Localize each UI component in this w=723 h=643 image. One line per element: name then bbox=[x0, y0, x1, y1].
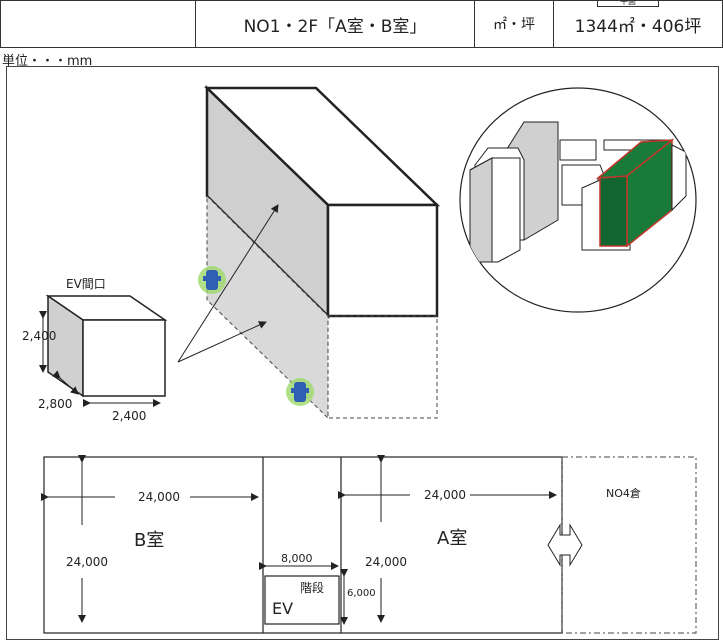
unit-label: 単位・・・mm bbox=[2, 54, 93, 69]
ev-stairs-box bbox=[264, 575, 340, 625]
ev-label: EV bbox=[272, 599, 293, 618]
room-volume-3d bbox=[203, 85, 441, 420]
ev-depth-label: 2,800 bbox=[38, 397, 72, 411]
header-tab: 平面 bbox=[597, 0, 659, 7]
b-room-width: 24,000 bbox=[138, 490, 180, 504]
page-title: NO1・2F「A室・B室」 bbox=[195, 0, 474, 48]
b-room-label: B室 bbox=[134, 530, 164, 551]
passage-arrow-icon bbox=[547, 523, 583, 567]
floor-plan bbox=[43, 456, 697, 634]
corridor-width: 8,000 bbox=[281, 552, 313, 565]
a-room-width: 24,000 bbox=[424, 488, 466, 502]
a-room-label: A室 bbox=[437, 528, 467, 549]
neighbor-label: NO4倉 bbox=[606, 486, 641, 500]
building-overview-inset bbox=[459, 87, 697, 313]
indicator-arrow bbox=[177, 321, 267, 363]
ev-depth-arrow bbox=[52, 370, 79, 395]
ev-opening-cube bbox=[45, 294, 168, 398]
fire-hydrant-icon bbox=[286, 378, 314, 406]
indicator-arrow bbox=[177, 204, 279, 363]
stairs-label: 階段 bbox=[300, 580, 324, 595]
b-room-depth: 24,000 bbox=[66, 555, 108, 569]
fire-hydrant-icon bbox=[198, 266, 226, 294]
drawing-frame bbox=[6, 66, 719, 640]
unit-type-cell: ㎡・坪 bbox=[474, 0, 553, 48]
ev-opening-label: EV間口 bbox=[66, 277, 106, 291]
header-blank-cell bbox=[0, 0, 195, 48]
ev-width-label: 2,400 bbox=[112, 409, 146, 423]
corridor-depth: 6,000 bbox=[347, 588, 376, 599]
a-room-depth: 24,000 bbox=[365, 555, 407, 569]
ev-height-label: 2,400 bbox=[22, 329, 56, 343]
